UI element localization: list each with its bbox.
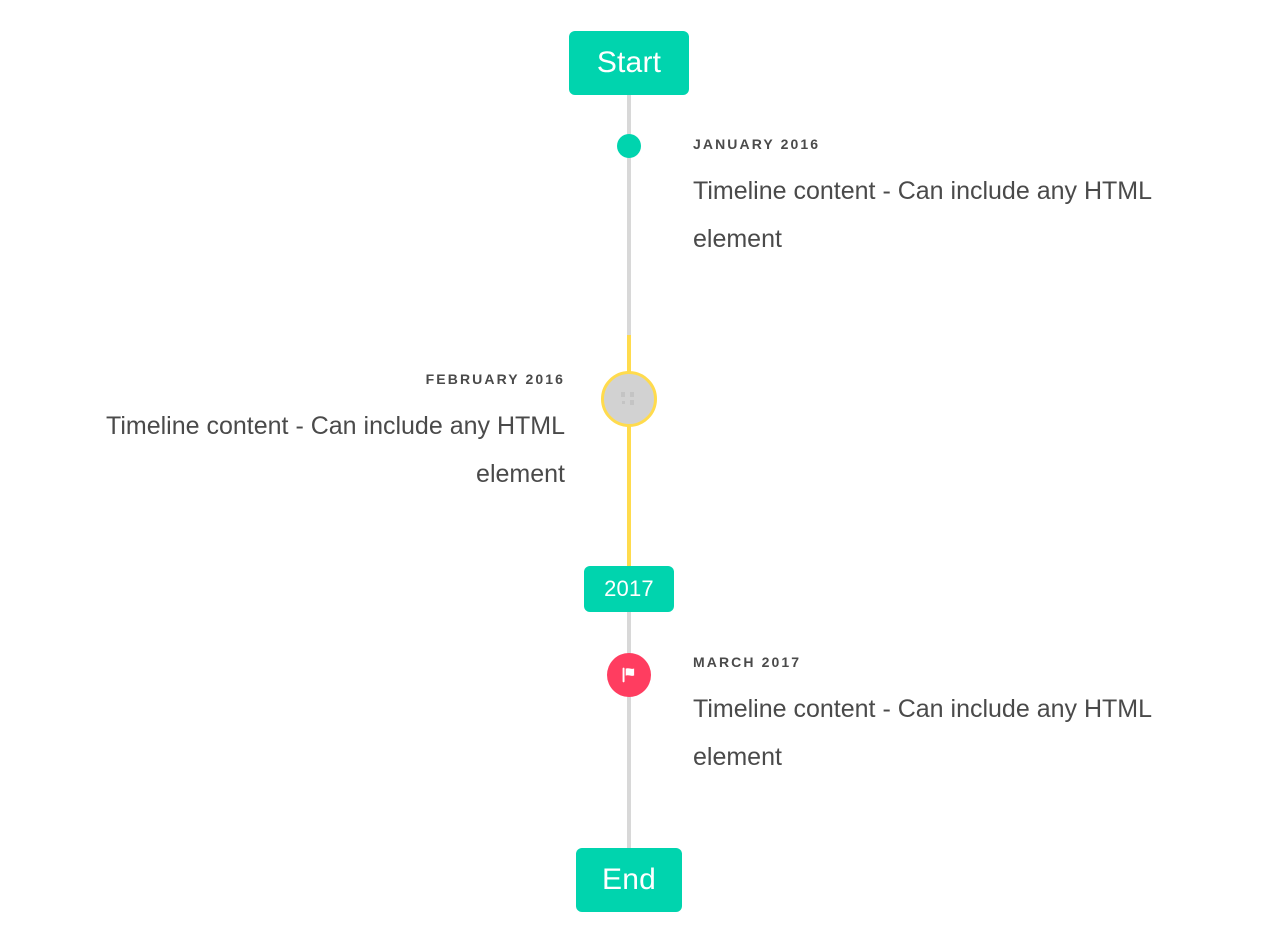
timeline-year-badge[interactable]: 2017	[584, 566, 674, 612]
timeline-start-badge[interactable]: Start	[569, 31, 689, 95]
timeline-entry-january: January 2016 Timeline content - Can incl…	[693, 134, 1223, 263]
timeline-marker-ring-february[interactable]	[601, 371, 657, 427]
timeline-entry-date: March 2017	[693, 654, 802, 670]
timeline-entry-body: Timeline content - Can include any HTML …	[693, 695, 1152, 771]
timeline-rail-lower	[627, 612, 631, 852]
timeline-rail-highlight	[627, 335, 631, 567]
timeline-marker-dot-january[interactable]	[617, 134, 641, 158]
timeline-end-badge[interactable]: End	[576, 848, 682, 912]
timeline-entry-body: Timeline content - Can include any HTML …	[106, 412, 565, 488]
timeline-entry-march: March 2017 Timeline content - Can includ…	[693, 652, 1223, 781]
broken-image-icon	[621, 391, 637, 407]
timeline-entry-body: Timeline content - Can include any HTML …	[693, 177, 1152, 253]
flag-icon	[622, 667, 635, 683]
timeline-entry-date: February 2016	[425, 371, 565, 387]
timeline-entry-february: February 2016 Timeline content - Can inc…	[40, 369, 565, 498]
timeline-rail-upper	[627, 88, 631, 335]
timeline-marker-flag-march[interactable]	[607, 653, 651, 697]
timeline-entry-date: January 2016	[693, 136, 821, 152]
